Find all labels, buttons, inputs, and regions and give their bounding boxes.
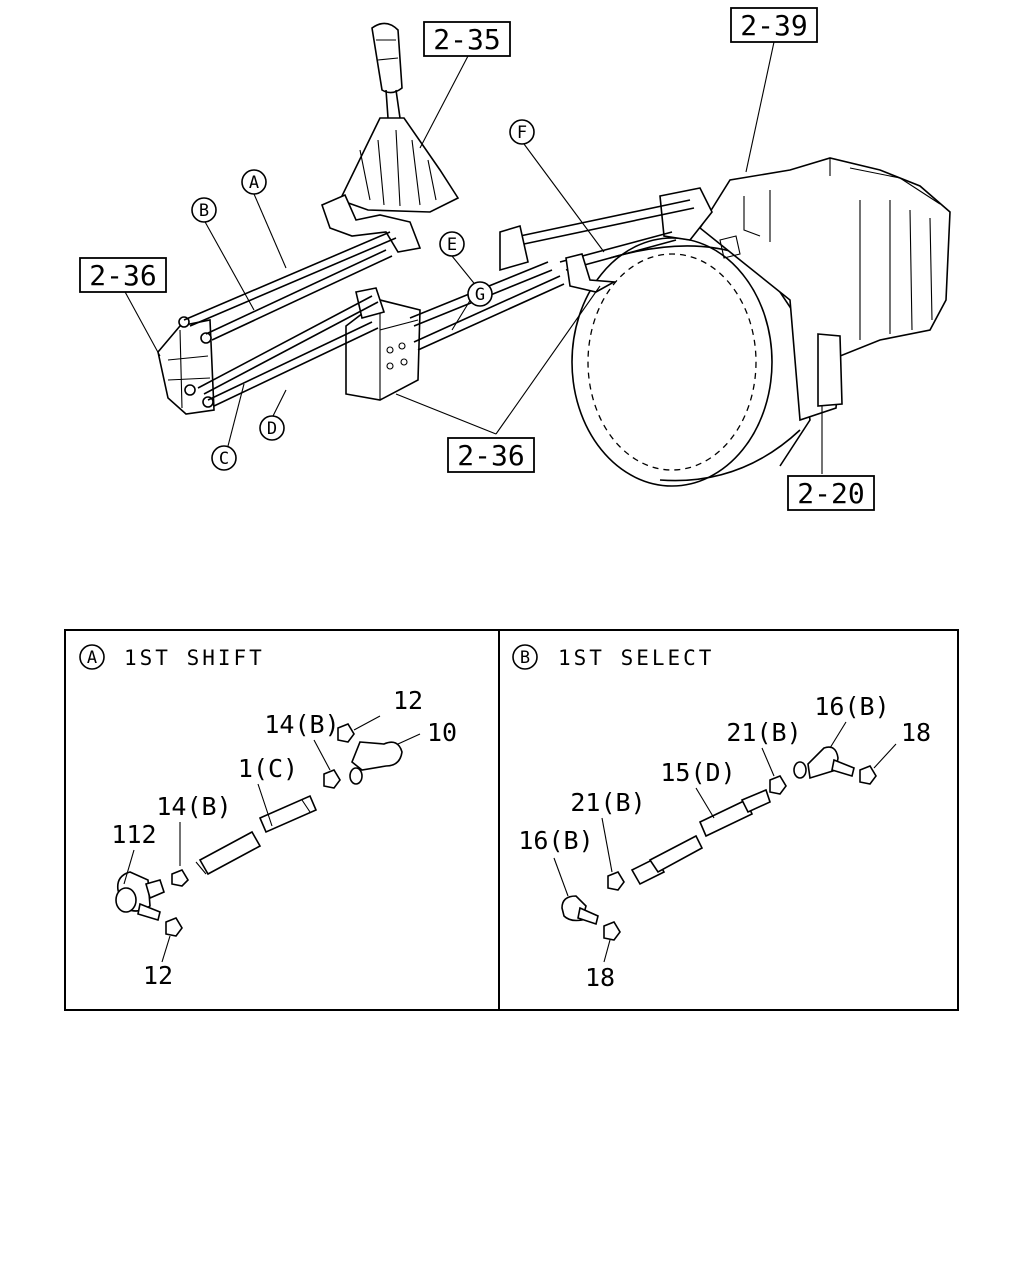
label-18-top: 18 <box>901 718 931 747</box>
panel-b-heading: B 1ST SELECT <box>512 644 714 670</box>
svg-text:D: D <box>267 419 277 439</box>
detail-panels-frame <box>64 629 959 1011</box>
svg-text:G: G <box>475 285 485 305</box>
svg-text:2-20: 2-20 <box>797 477 864 510</box>
label-14b-left: 14(B) <box>156 792 231 821</box>
label-21b-top: 21(B) <box>726 718 801 747</box>
svg-text:B: B <box>199 201 209 221</box>
label-14b-top: 14(B) <box>264 710 339 739</box>
label-21b-left: 21(B) <box>570 788 645 817</box>
callout-f: F <box>509 119 535 145</box>
panel-b-parts <box>561 746 877 941</box>
callout-c: C <box>211 445 237 471</box>
panel-a-heading: A 1ST SHIFT <box>79 644 265 670</box>
label-10: 10 <box>427 718 457 747</box>
callout-b: B <box>191 197 217 223</box>
reference-2-20[interactable]: 2-20 <box>787 475 875 511</box>
reference-2-36-bottom[interactable]: 2-36 <box>447 437 535 473</box>
svg-text:B: B <box>520 648 530 668</box>
svg-text:2-36: 2-36 <box>89 259 156 292</box>
reference-2-35[interactable]: 2-35 <box>423 21 511 57</box>
callout-g: G <box>467 281 493 307</box>
reference-2-36-left[interactable]: 2-36 <box>79 257 167 293</box>
svg-text:A: A <box>87 648 97 668</box>
svg-text:2-35: 2-35 <box>433 23 500 56</box>
label-15d: 15(D) <box>660 758 735 787</box>
label-16b-top: 16(B) <box>814 692 889 721</box>
lower-bracket-assembly <box>345 287 421 401</box>
leader-lines <box>123 41 823 474</box>
label-12-top: 12 <box>393 686 423 715</box>
callout-d: D <box>259 415 285 441</box>
label-18-bottom: 18 <box>585 963 615 992</box>
panel-b-1st-select: B 1ST SELECT <box>512 644 931 992</box>
svg-text:2-39: 2-39 <box>740 9 807 42</box>
panel-a-parts <box>115 723 403 937</box>
svg-text:A: A <box>249 173 259 193</box>
left-bracket-assembly <box>157 316 215 415</box>
label-1c: 1(C) <box>238 754 298 783</box>
transmission-assembly <box>571 157 951 487</box>
svg-text:2-36: 2-36 <box>457 439 524 472</box>
svg-text:1ST SELECT: 1ST SELECT <box>558 646 714 670</box>
reference-2-39[interactable]: 2-39 <box>730 7 818 43</box>
panel-a-1st-shift: A 1ST SHIFT <box>79 644 457 990</box>
callout-a: A <box>241 169 267 195</box>
callout-e: E <box>439 231 465 257</box>
svg-text:F: F <box>517 123 527 143</box>
svg-text:1ST SHIFT: 1ST SHIFT <box>124 646 265 670</box>
label-112: 112 <box>111 820 156 849</box>
shift-lever-assembly <box>321 22 460 253</box>
label-12-bottom: 12 <box>143 961 173 990</box>
svg-text:C: C <box>219 449 229 469</box>
label-16b-left: 16(B) <box>518 826 593 855</box>
svg-text:E: E <box>447 235 457 255</box>
